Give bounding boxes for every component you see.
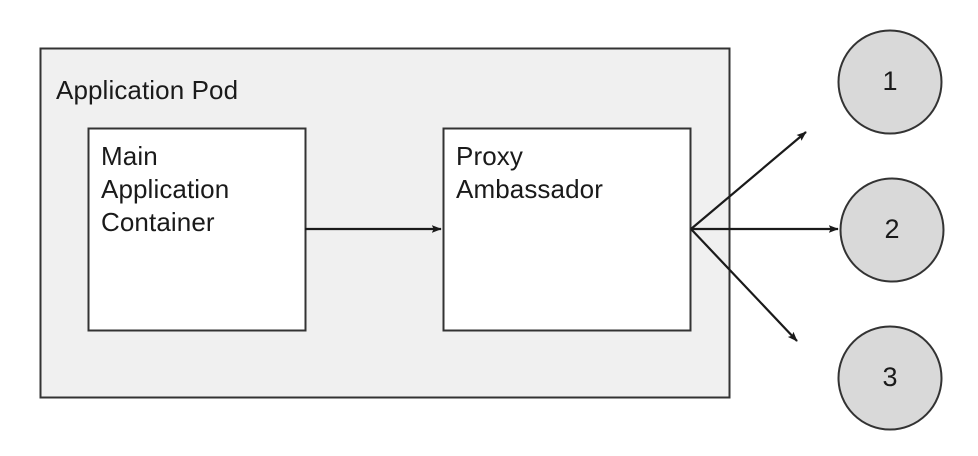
endpoint-2-circle xyxy=(839,177,945,283)
proxy-to-endpoint-3-arrow xyxy=(690,228,798,342)
endpoint-2-label: 2 xyxy=(884,214,900,244)
proxy-to-endpoint-1-arrow xyxy=(690,131,807,230)
main-application-container-label: Main Application Container xyxy=(101,141,230,237)
endpoint-1-label: 1 xyxy=(882,66,898,96)
proxy-ambassador-container-label: Proxy Ambassador xyxy=(456,141,603,204)
proxy-ambassador-container-box xyxy=(442,127,692,332)
endpoint-3-circle xyxy=(837,325,943,431)
main-application-container-box xyxy=(87,127,307,332)
endpoint-3-label: 3 xyxy=(882,362,898,392)
application-pod-label: Application Pod xyxy=(56,75,239,105)
endpoint-1-circle xyxy=(837,29,943,135)
